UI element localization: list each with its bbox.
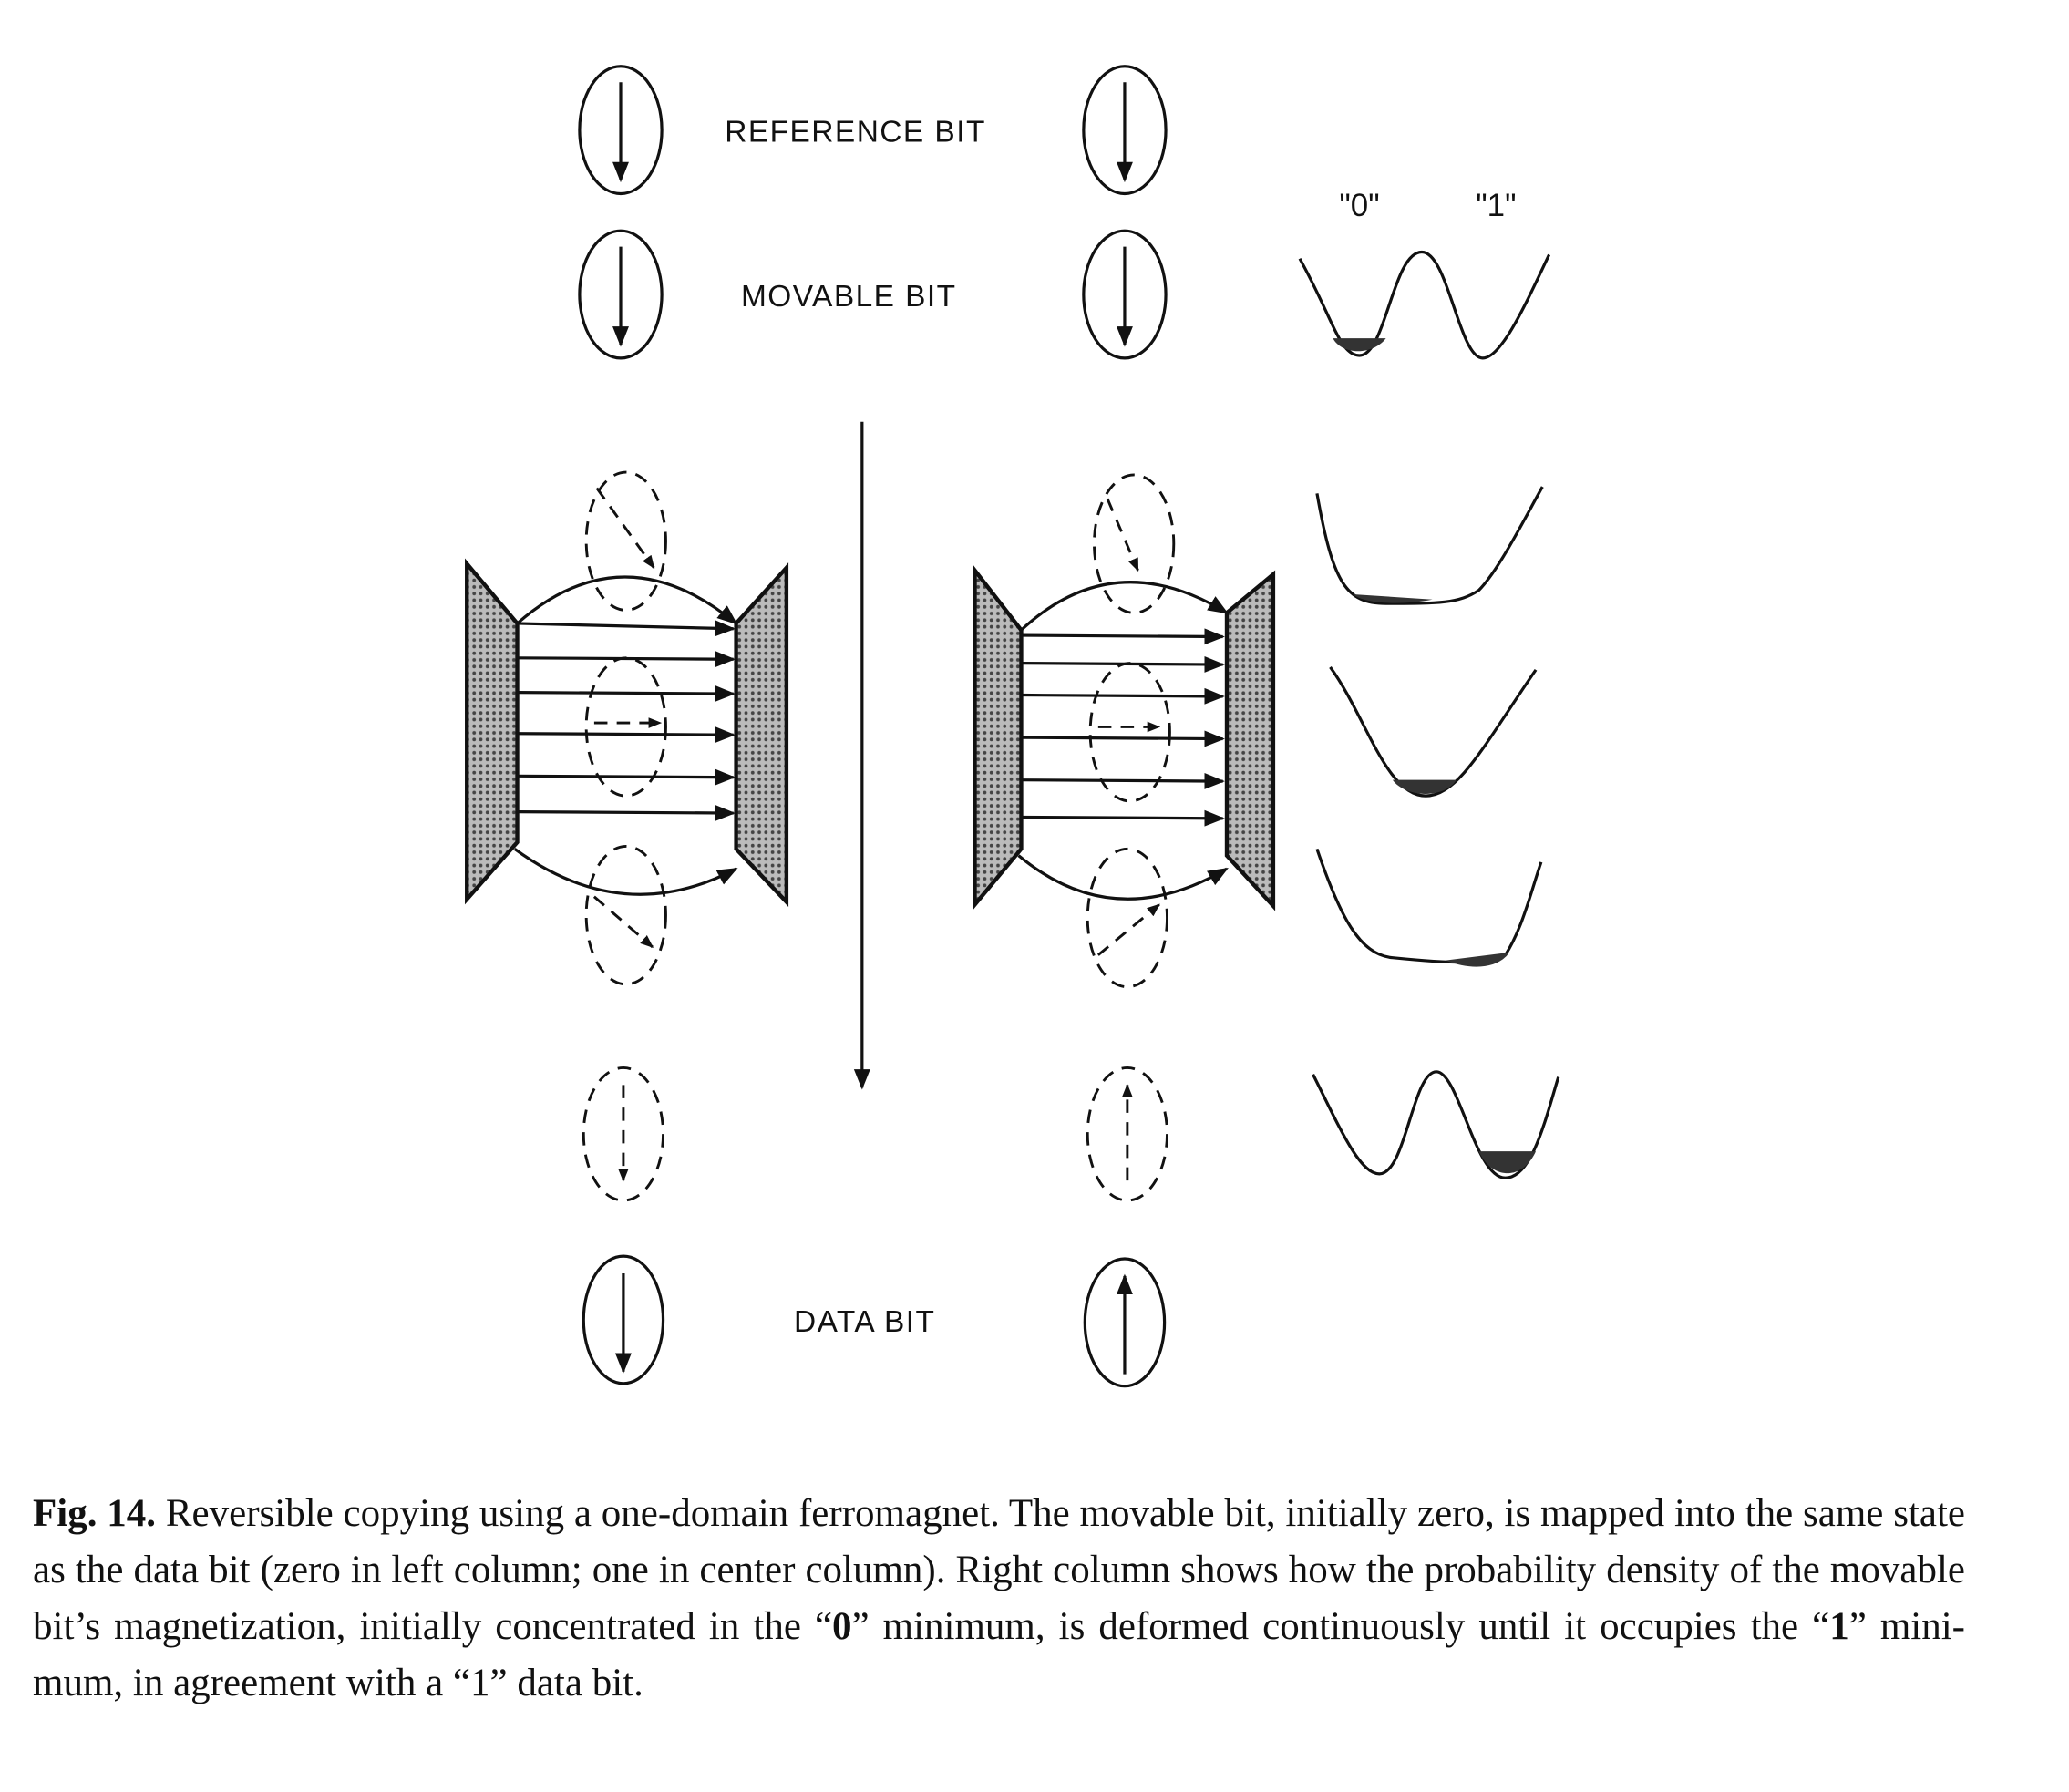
caption-text-2: ” minimum, is deformed continuously unti… [851,1605,1830,1648]
data-bit-left [582,1254,665,1385]
well-one-label: "1" [1476,188,1516,223]
pole-piece [465,558,520,905]
potential-well-initial [1298,250,1551,360]
movable-bit-label: MOVABLE BIT [741,280,957,314]
reference-bit-center [1082,65,1168,196]
pole-piece [973,564,1024,911]
movable-bit-left [578,229,664,360]
dashed-bit-center [1086,1066,1168,1202]
figure-caption: Fig. 14. Reversible copying using a one-… [33,1486,1965,1712]
movable-bit-center [1082,229,1168,360]
pole-piece [734,562,789,908]
magnet-center [973,473,1276,989]
caption-text-1: Reversible copying using a one-domain fe… [33,1492,1965,1648]
figure-number: Fig. 14. [33,1492,157,1535]
pole-piece [1224,570,1276,911]
dashed-bit-left [582,1066,665,1202]
potential-well-final [1312,1070,1560,1179]
well-zero-label: "0" [1339,188,1379,223]
caption-bold-zero: 0 [832,1605,852,1648]
caption-text-3: ” mini-mum, in agreement with a “1” data… [33,1605,1965,1704]
magnet-left [465,470,789,986]
reference-bit-label: REFERENCE BIT [725,116,986,149]
potential-well-stage-1 [1315,486,1544,605]
data-bit-label: DATA BIT [794,1305,935,1339]
reference-bit-left [578,65,664,196]
potential-well-stage-2 [1329,666,1538,798]
caption-bold-one: 1 [1829,1605,1849,1648]
data-bit-center [1083,1257,1167,1388]
potential-well-stage-3 [1315,848,1543,967]
field-lines [517,620,736,821]
